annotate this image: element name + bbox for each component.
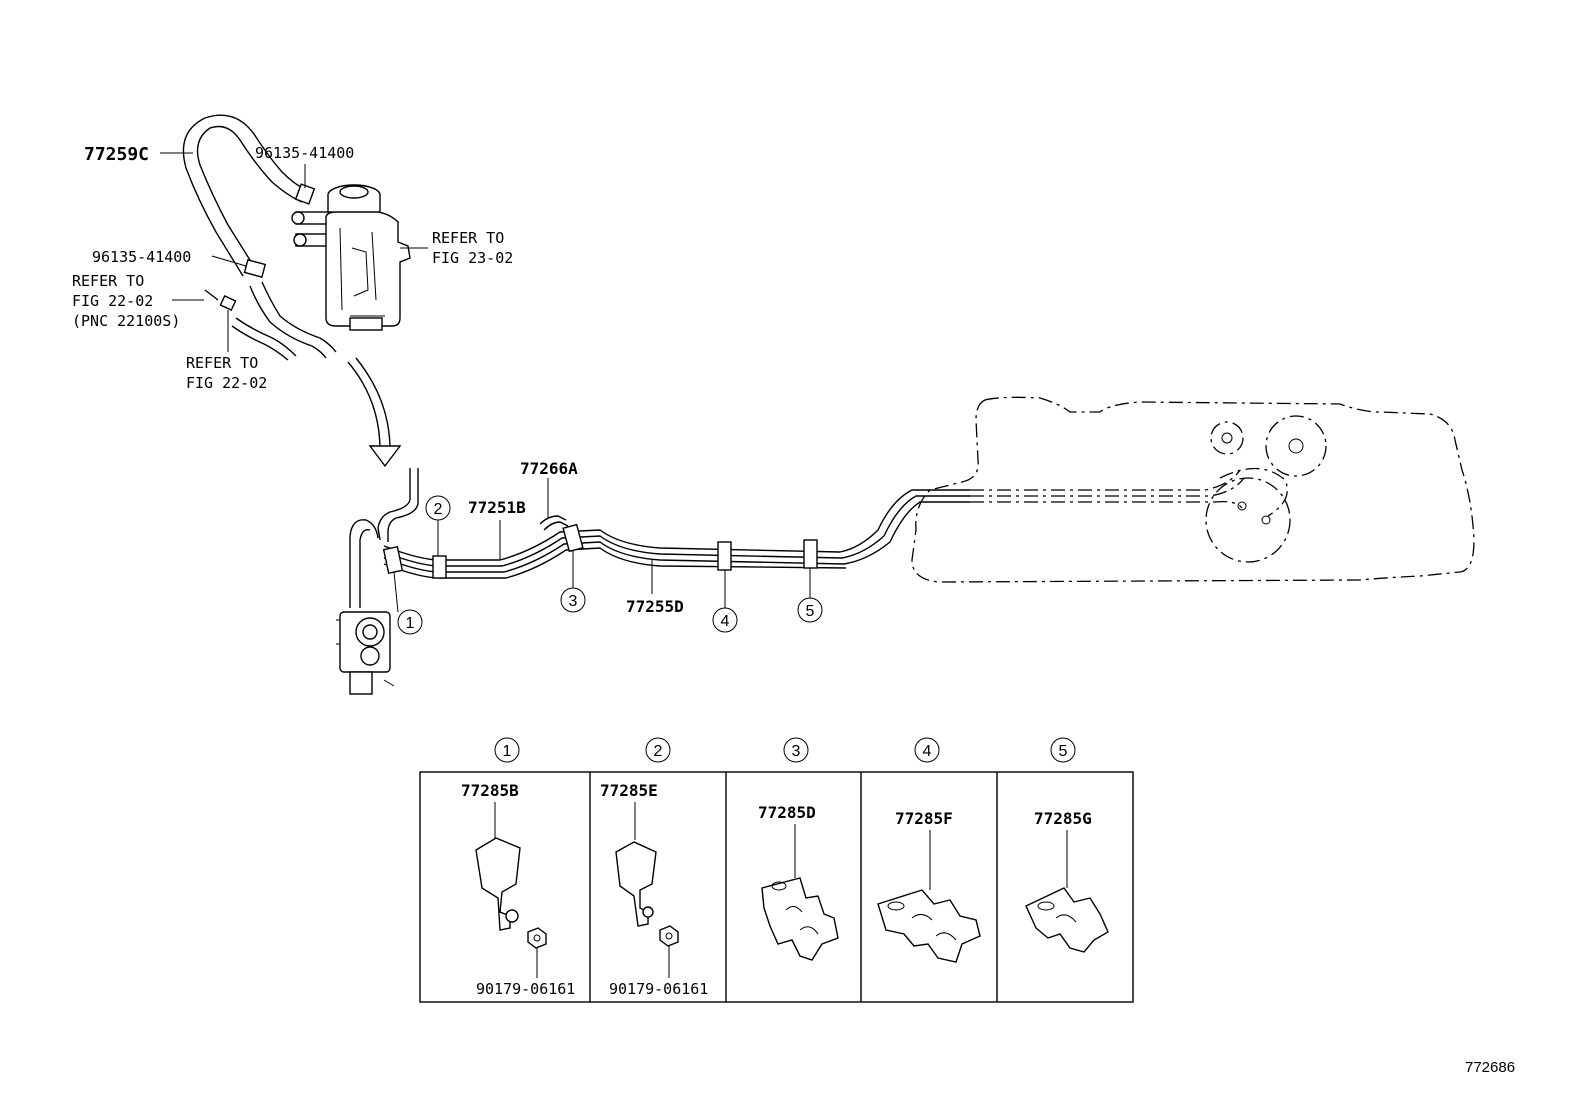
upper-labels: 77259C 96135-41400 96135-41400 REFER TO … (72, 144, 513, 392)
label-clamp-lower: 96135-41400 (92, 248, 191, 266)
label-refer-bottom-1: REFER TO (186, 354, 258, 372)
clamp-position-4 (717, 541, 732, 571)
label-refer-bottom-2: FIG 22-02 (186, 374, 267, 392)
position-5-number: 5 (806, 603, 815, 620)
label-refer-left-3: (PNC 22100S) (72, 312, 180, 330)
table-header-1: 1 (503, 743, 512, 760)
label-refer-left-1: REFER TO (72, 272, 144, 290)
cell-3-part: 77285D (758, 803, 816, 822)
label-77255d: 77255D (626, 597, 684, 616)
valve-assembly (336, 468, 419, 695)
table-header-5: 5 (1059, 743, 1068, 760)
position-1-number: 1 (406, 615, 415, 632)
cell-1-nut: 90179-06161 (476, 980, 575, 998)
table-header-3: 3 (792, 743, 801, 760)
canister (291, 184, 411, 331)
clamp-positions (382, 523, 818, 579)
clamp-position-5 (803, 539, 818, 569)
label-refer-left-2: FIG 22-02 (72, 292, 153, 310)
figure-number: 772686 (1465, 1059, 1515, 1076)
position-3-number: 3 (569, 593, 578, 610)
table-header-4: 4 (923, 743, 932, 760)
cell-1-part: 77285B (461, 781, 519, 800)
cell-5-part: 77285G (1034, 809, 1092, 828)
label-77259c: 77259C (84, 144, 149, 165)
position-callouts: 1 2 3 4 5 (393, 495, 823, 635)
tube-labels: 77266A 77251B 77255D (468, 459, 684, 616)
position-4-number: 4 (721, 613, 730, 630)
label-77266a: 77266A (520, 459, 578, 478)
hose-assembly (182, 114, 337, 361)
arrow-icon (347, 357, 402, 468)
cell-2-nut: 90179-06161 (609, 980, 708, 998)
label-refer-canister-2: FIG 23-02 (432, 249, 513, 267)
cell-2-part: 77285E (600, 781, 658, 800)
detail-table: 1 2 3 4 5 77285B 90179-06161 77285E 9017… (419, 737, 1134, 1003)
label-refer-canister-1: REFER TO (432, 229, 504, 247)
label-77251b: 77251B (468, 498, 526, 517)
clamp-position-2 (432, 555, 447, 579)
clamp-position-3 (562, 523, 584, 553)
position-2-number: 2 (434, 501, 443, 518)
cell-4-part: 77285F (895, 809, 953, 828)
label-clamp-upper: 96135-41400 (255, 144, 354, 162)
clamp-position-1 (382, 545, 404, 575)
table-header-2: 2 (654, 743, 663, 760)
fuel-tank (911, 396, 1475, 583)
